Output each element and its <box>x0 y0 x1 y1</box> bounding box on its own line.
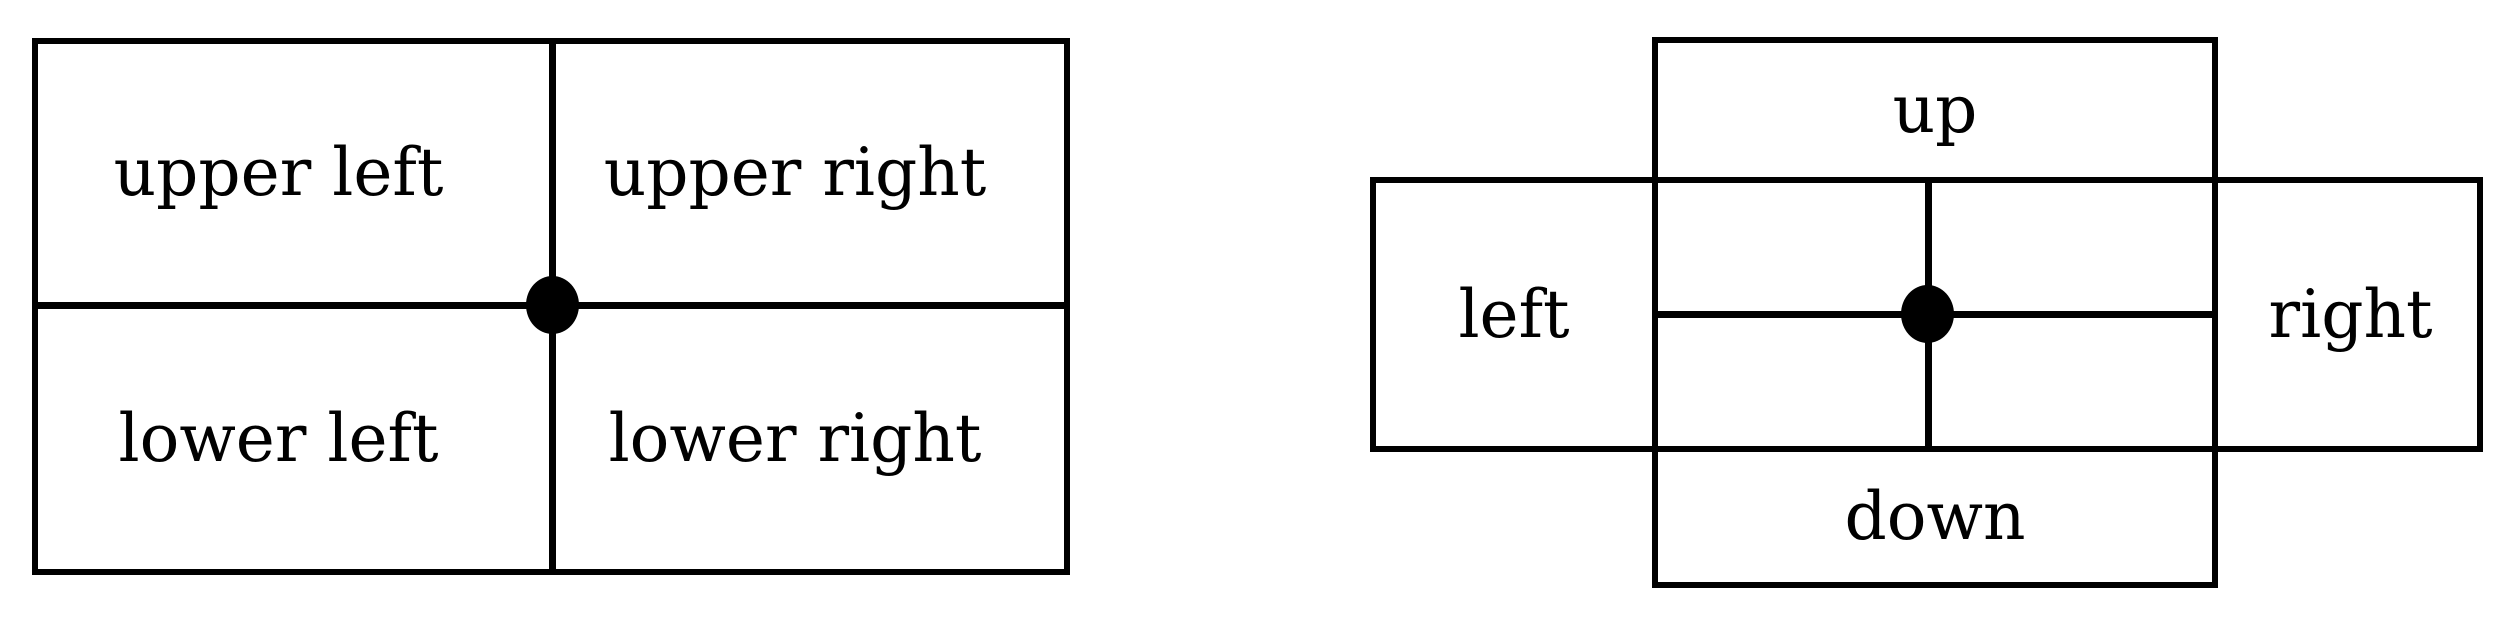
label-down: down <box>1844 478 2026 555</box>
label-up: up <box>1892 71 1978 148</box>
label-upper-right: upper right <box>603 134 987 211</box>
label-lower-right: lower right <box>608 400 982 477</box>
label-left: left <box>1458 275 1570 353</box>
label-lower-left: lower left <box>118 400 439 477</box>
label-right: right <box>2268 275 2433 353</box>
quadrant-center-dot <box>526 276 579 334</box>
label-upper-left: upper left <box>113 134 444 211</box>
cross-center-dot <box>1901 285 1954 343</box>
